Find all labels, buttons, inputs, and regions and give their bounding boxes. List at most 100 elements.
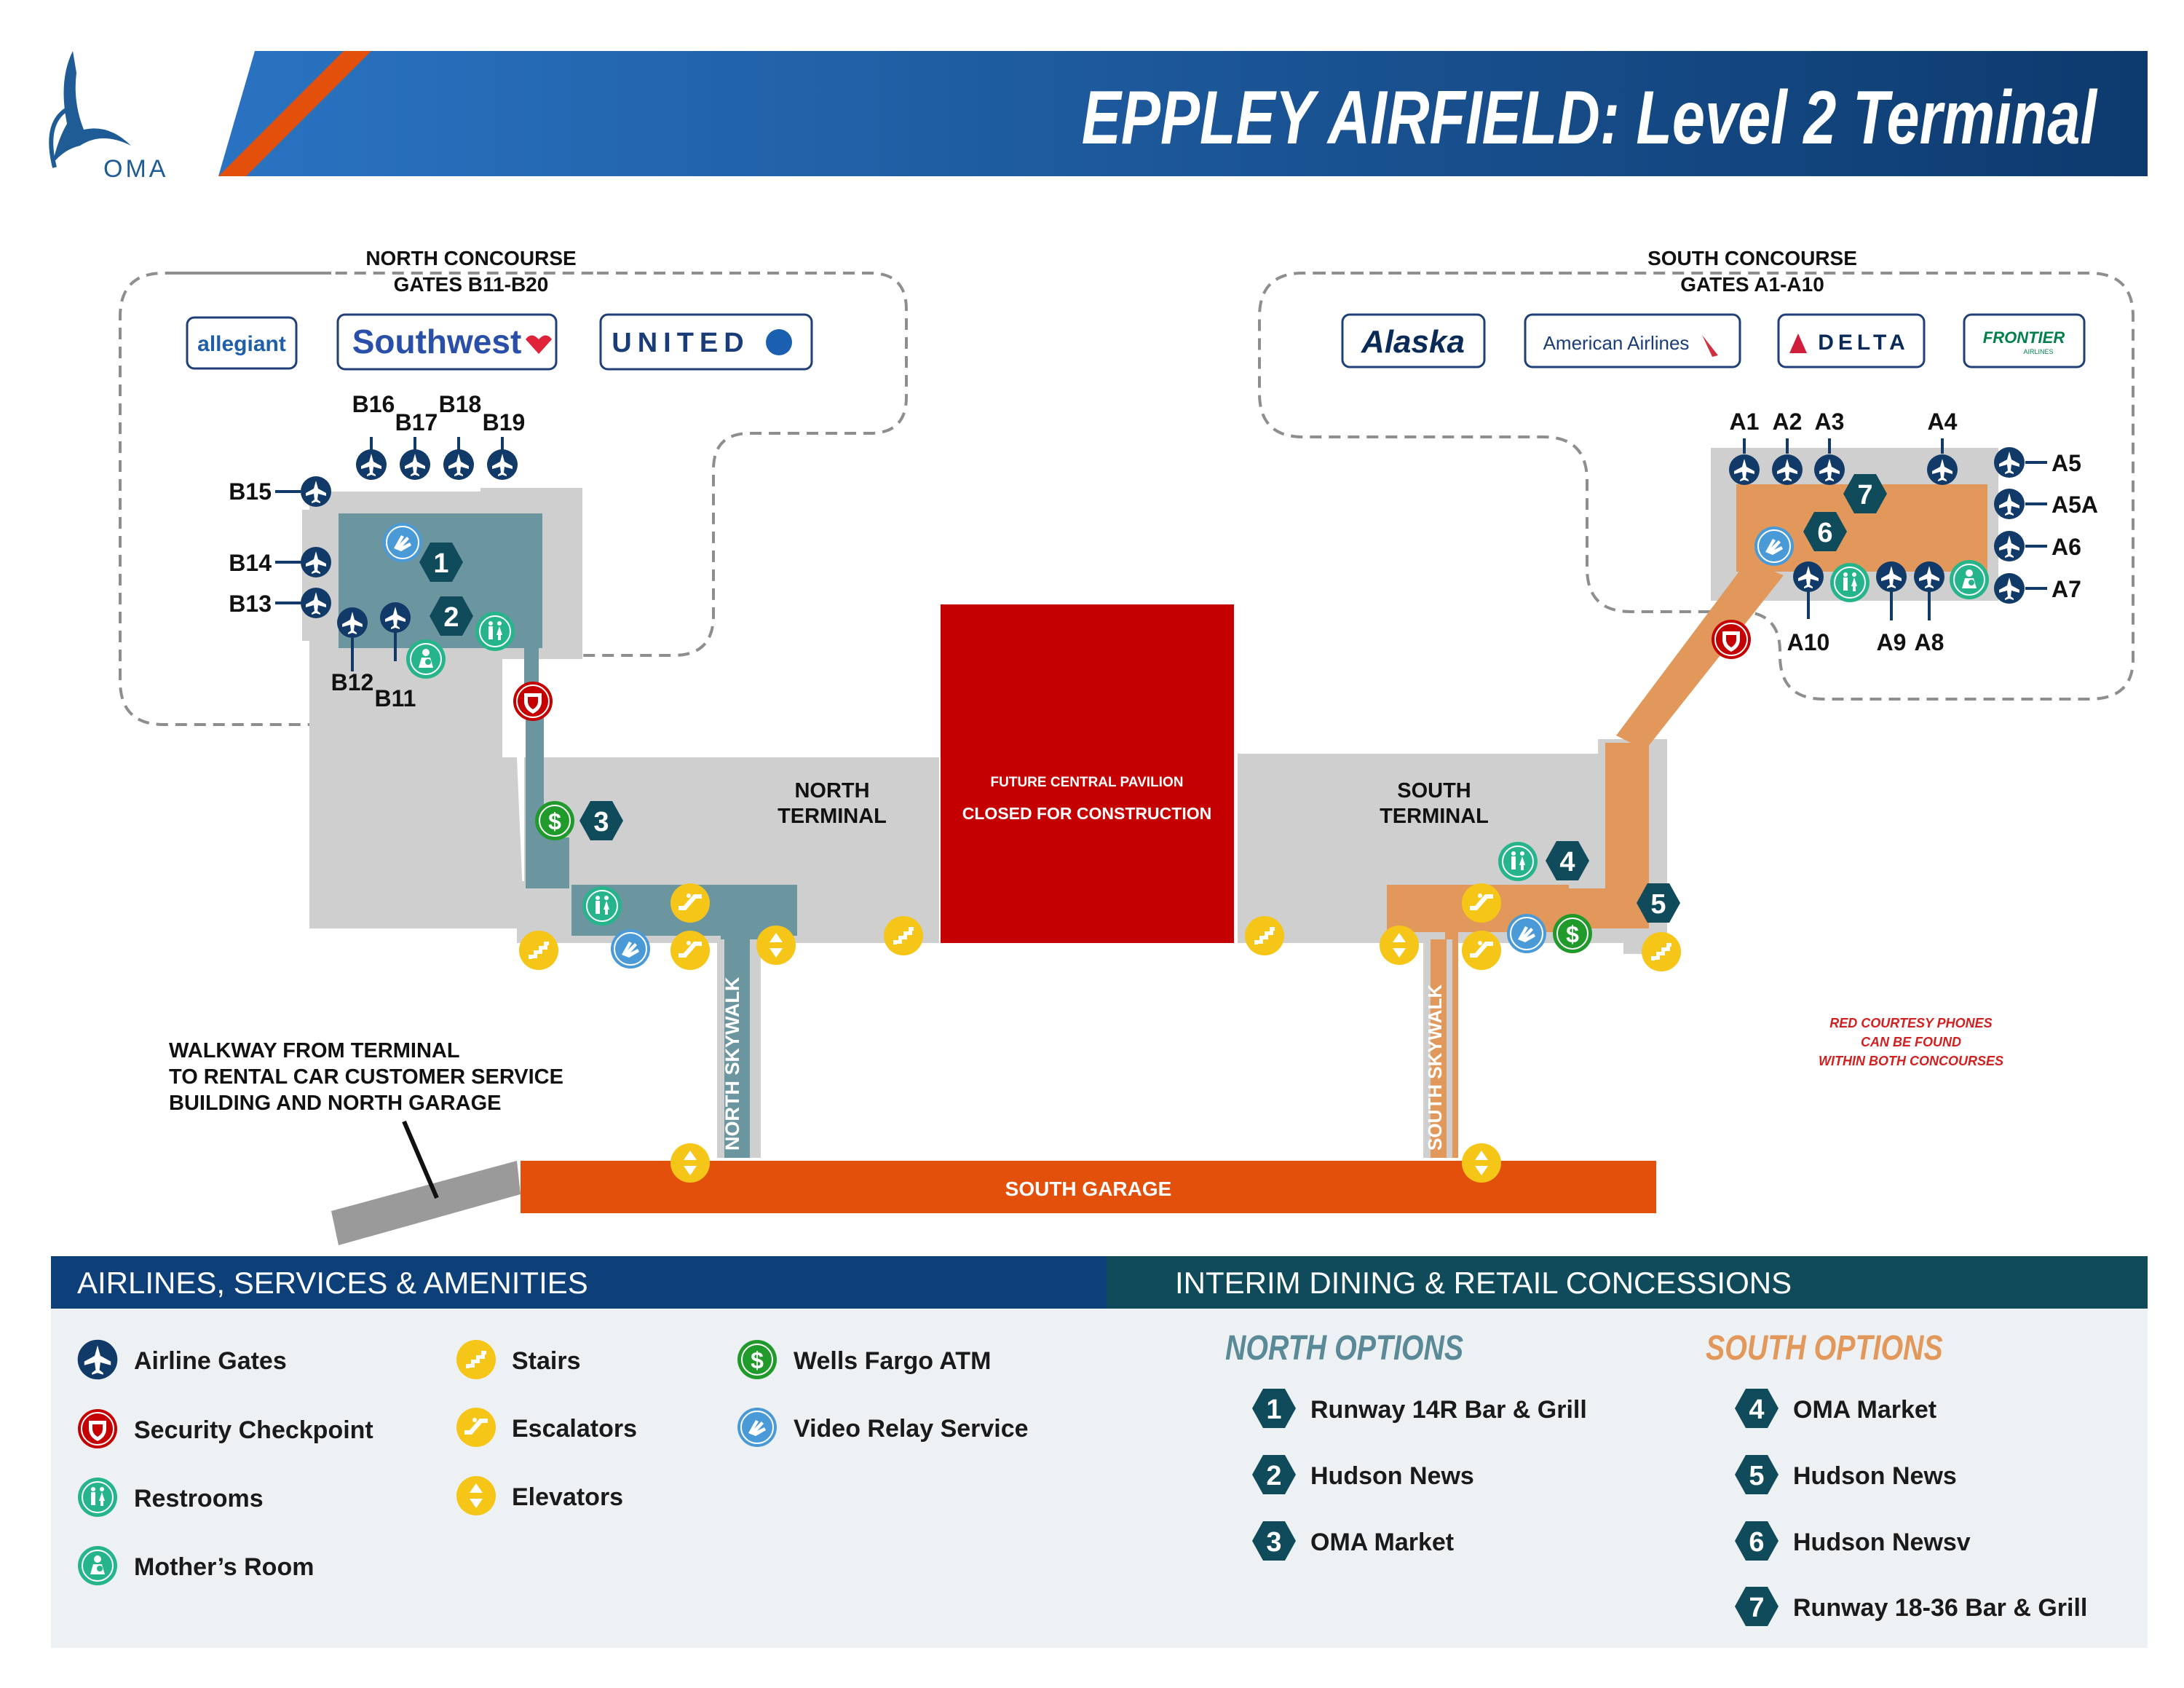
legend-escalators: Escalators	[512, 1415, 637, 1443]
svg-text:SOUTH SKYWALK: SOUTH SKYWALK	[1424, 985, 1446, 1151]
escalator-icon[interactable]	[1462, 931, 1501, 970]
south-option-5: Hudson News	[1793, 1462, 1957, 1490]
gate-a8-icon[interactable]	[1914, 561, 1944, 592]
gate-label-b13: B13	[229, 591, 272, 617]
video-relay-icon[interactable]	[1506, 913, 1547, 954]
airline-logo-allegiant: allegiant	[186, 316, 298, 370]
legend-atm: Wells Fargo ATM	[794, 1347, 991, 1375]
gate-b19-icon[interactable]	[487, 449, 518, 480]
video-relay-icon[interactable]	[1754, 526, 1795, 567]
gate-a1-icon[interactable]	[1729, 454, 1760, 485]
gate-a3-icon[interactable]	[1814, 454, 1845, 485]
gate-label-a10: A10	[1787, 629, 1830, 655]
gate-labels: B16 B17 B18 B19 B15 B14 B13 B12 B11 A1 A…	[229, 391, 2098, 711]
svg-text:2: 2	[443, 602, 459, 633]
gate-label-a9: A9	[1877, 629, 1907, 655]
legend-mothers-room-icon	[77, 1545, 118, 1586]
south-concourse-title: SOUTH CONCOURSE	[1647, 247, 1857, 269]
elevator-icon[interactable]	[1380, 926, 1419, 965]
south-option-7: Runway 18-36 Bar & Grill	[1793, 1594, 2087, 1622]
north-concourse-subtitle: GATES B11-B20	[394, 273, 549, 296]
north-options-title: NORTH OPTIONS	[1225, 1328, 1463, 1368]
video-relay-icon[interactable]	[610, 928, 651, 969]
gate-b17-icon[interactable]	[400, 449, 430, 480]
gate-a10-icon[interactable]	[1793, 561, 1824, 592]
map-amenities: 1 2 3 4 5 6 7	[382, 474, 1990, 1183]
atm-icon[interactable]	[534, 800, 575, 841]
header-orange-stripe	[218, 51, 371, 176]
page-title: EPPLEY AIRFIELD: Level 2 Terminal	[1082, 75, 2098, 159]
gate-label-a4: A4	[1928, 409, 1958, 435]
escalator-icon[interactable]	[670, 931, 710, 970]
gate-label-a5: A5	[2052, 450, 2081, 476]
south-option-6: Hudson Newsv	[1793, 1529, 1971, 1556]
south-options-title: SOUTH OPTIONS	[1706, 1328, 1943, 1368]
legend-stairs: Stairs	[512, 1347, 581, 1375]
gate-a7-icon[interactable]	[1994, 573, 2025, 604]
north-skywalk: NORTH SKYWALK	[717, 939, 761, 1158]
svg-text:1: 1	[433, 548, 448, 579]
elevator-icon[interactable]	[1462, 1143, 1501, 1183]
south-concourse-outline	[1258, 272, 2134, 701]
north-option-1: Runway 14R Bar & Grill	[1310, 1396, 1587, 1424]
gate-a6-icon[interactable]	[1994, 531, 2025, 561]
gate-label-b16: B16	[352, 391, 395, 417]
gate-a2-icon[interactable]	[1772, 454, 1803, 485]
airline-logo-frontier: FRONTIER AIRLINES	[1963, 313, 2086, 368]
gate-label-a3: A3	[1815, 409, 1845, 435]
mothers-room-icon[interactable]	[1949, 559, 1990, 600]
svg-text:American Airlines: American Airlines	[1543, 332, 1690, 354]
restroom-icon[interactable]	[582, 886, 622, 926]
svg-text:2: 2	[1266, 1461, 1281, 1491]
gate-b12-icon[interactable]	[337, 607, 368, 638]
gate-a9-icon[interactable]	[1876, 561, 1907, 592]
video-relay-icon[interactable]	[382, 522, 423, 563]
svg-text:5: 5	[1749, 1461, 1764, 1491]
gate-b16-icon[interactable]	[356, 449, 387, 480]
gate-label-a5a: A5A	[2052, 492, 2098, 518]
legend-right-header: INTERIM DINING & RETAIL CONCESSIONS	[1175, 1266, 1792, 1300]
gate-b14-icon[interactable]	[301, 547, 331, 577]
gate-b13-icon[interactable]	[301, 588, 331, 618]
legend-security-icon	[77, 1408, 118, 1449]
atm-icon[interactable]	[1552, 913, 1593, 954]
gate-a5-icon[interactable]	[1994, 447, 2025, 478]
stairs-icon[interactable]	[1642, 932, 1681, 971]
gate-label-b14: B14	[229, 550, 272, 576]
gate-a4-icon[interactable]	[1927, 454, 1958, 485]
mothers-room-icon[interactable]	[405, 639, 446, 679]
elevator-icon[interactable]	[756, 926, 796, 965]
svg-text:3: 3	[1266, 1527, 1281, 1558]
stairs-icon[interactable]	[1245, 916, 1284, 955]
security-checkpoint-icon[interactable]	[1711, 619, 1752, 660]
south-terminal-label-2: TERMINAL	[1380, 805, 1489, 828]
escalator-icon[interactable]	[1462, 883, 1501, 923]
south-option-4: OMA Market	[1793, 1396, 1936, 1424]
gate-b11-icon[interactable]	[380, 602, 411, 633]
stairs-icon[interactable]	[519, 931, 558, 970]
escalator-icon[interactable]	[670, 883, 710, 923]
legend-security: Security Checkpoint	[134, 1416, 373, 1444]
gate-a5a-icon[interactable]	[1994, 489, 2025, 519]
gate-b18-icon[interactable]	[443, 449, 474, 480]
restroom-icon[interactable]	[475, 611, 515, 652]
elevator-icon[interactable]	[670, 1143, 710, 1183]
legend-restrooms-icon	[77, 1477, 118, 1518]
svg-text:RED COURTESY PHONES: RED COURTESY PHONES	[1829, 1016, 1992, 1030]
north-terminal-label-2: TERMINAL	[778, 805, 887, 828]
gate-label-a6: A6	[2052, 534, 2081, 560]
north-concourse-title: NORTH CONCOURSE	[365, 247, 576, 269]
rental-car-walkway: WALKWAY FROM TERMINAL TO RENTAL CAR CUST…	[169, 1039, 563, 1245]
svg-text:FUTURE CENTRAL PAVILION: FUTURE CENTRAL PAVILION	[991, 775, 1184, 790]
legend-restrooms: Restrooms	[134, 1485, 264, 1513]
gate-label-b11: B11	[375, 685, 416, 711]
restroom-icon[interactable]	[1497, 841, 1538, 882]
walkway-note-2: TO RENTAL CAR CUSTOMER SERVICE	[169, 1065, 563, 1089]
restroom-icon[interactable]	[1829, 562, 1870, 603]
svg-text:1: 1	[1266, 1395, 1281, 1425]
security-checkpoint-icon[interactable]	[513, 681, 553, 722]
stairs-icon[interactable]	[884, 916, 923, 955]
gate-b15-icon[interactable]	[301, 476, 331, 507]
airline-logo-united: UNITED	[599, 313, 813, 371]
